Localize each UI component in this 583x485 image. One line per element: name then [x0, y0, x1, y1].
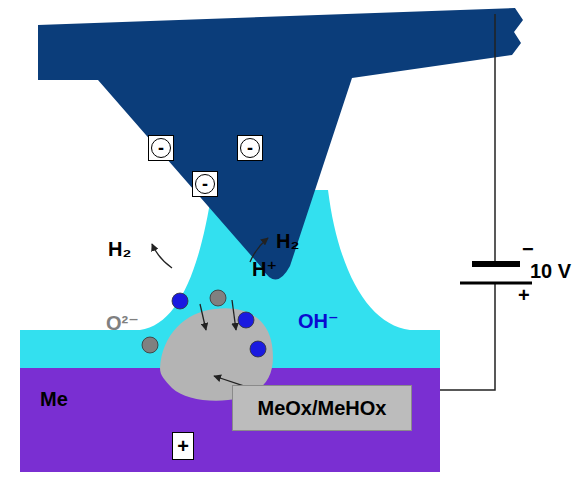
voltage-label: 10 V: [530, 260, 571, 282]
charge-symbol: -: [237, 135, 263, 161]
oxide-label: MeOx/MeHOx: [258, 397, 387, 419]
ion-label: H⁺: [252, 258, 277, 280]
oxide-label-box: MeOx/MeHOx: [232, 385, 412, 431]
charge-symbol: -: [148, 135, 174, 161]
material-label: Me: [40, 388, 68, 410]
reaction-arrows: [152, 238, 268, 392]
wires: [440, 14, 495, 390]
gas-label: H₂: [108, 238, 131, 260]
ions: [142, 290, 266, 357]
metal-substrate-region: Me + MeOx/MeHOx: [20, 368, 440, 472]
polarity-sign: +: [518, 284, 530, 306]
charge-box: +: [172, 432, 194, 460]
charge-symbol: -: [192, 171, 218, 197]
ion-label: O²⁻: [106, 312, 139, 334]
charge-sign: -: [195, 174, 215, 194]
charge-sign: -: [240, 138, 260, 158]
polarity-sign: −: [522, 238, 534, 260]
ion-label: OH⁻: [298, 310, 339, 332]
battery-minus-plate: [472, 261, 520, 267]
afm-tip: [38, 8, 523, 280]
gas-label: H₂: [276, 230, 299, 252]
charge-sign: +: [177, 435, 189, 457]
charge-sign: -: [151, 138, 171, 158]
